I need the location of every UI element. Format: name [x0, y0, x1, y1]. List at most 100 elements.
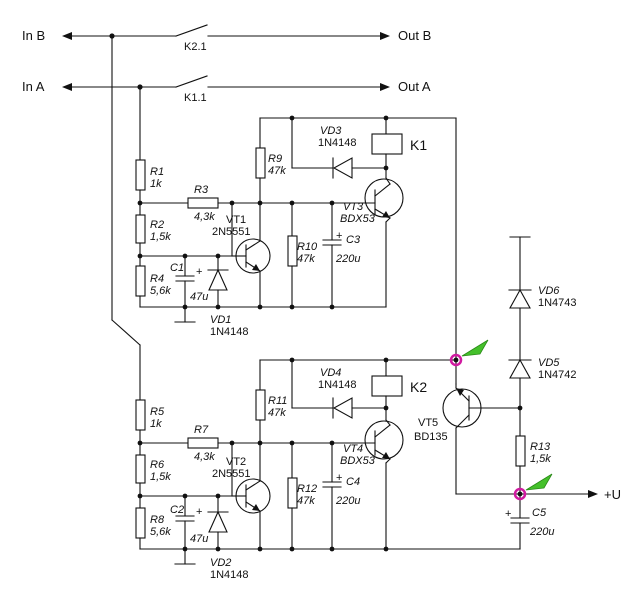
r3-value: 4,3k — [194, 211, 215, 223]
c3-name: C3 — [346, 234, 361, 246]
out-b-label: Out B — [398, 28, 431, 43]
r3-name: R3 — [194, 184, 209, 196]
regulator-section: + — [442, 117, 598, 550]
vd6-part: 1N4743 — [538, 297, 577, 309]
vt5-part: BD135 — [414, 431, 448, 443]
r4-name: R4 — [150, 273, 164, 285]
io-lines — [62, 24, 390, 91]
vd1-name: VD1 — [210, 314, 231, 326]
resistor-r9 — [255, 147, 266, 179]
r5-value: 1k — [150, 418, 162, 430]
r8-value: 5,6k — [150, 526, 171, 538]
in-b-label: In B — [22, 28, 45, 43]
resistor-r2 — [135, 214, 146, 244]
c4-name: C4 — [346, 476, 360, 488]
plus-u-label: +U — [604, 487, 621, 502]
vd3-name: VD3 — [320, 125, 342, 137]
r9-name: R9 — [268, 153, 282, 165]
resistor-r1 — [135, 159, 146, 191]
resistor-r3 — [187, 197, 219, 209]
vd1-part: 1N4148 — [210, 326, 249, 338]
c1-name: C1 — [170, 262, 184, 274]
vd2-part: 1N4148 — [210, 569, 249, 581]
resistor-r7 — [187, 437, 219, 449]
resistor-r5 — [135, 399, 146, 431]
r13-value: 1,5k — [530, 453, 551, 465]
resistor-r11 — [255, 389, 266, 421]
highlight-marker-output — [513, 473, 553, 501]
resistor-r10 — [287, 235, 298, 267]
svg-text:+: + — [505, 508, 511, 520]
c2-name: C2 — [170, 504, 184, 516]
r1-value: 1k — [150, 178, 162, 190]
diode-vd1 — [208, 268, 228, 291]
svg-text:+: + — [336, 230, 342, 242]
resistor-r12 — [287, 477, 298, 509]
vt4-part: BDX53 — [340, 455, 376, 467]
r12-value: 47k — [297, 495, 315, 507]
vd2-name: VD2 — [210, 557, 231, 569]
transistor-vt4 — [364, 420, 404, 460]
r5-name: R5 — [150, 406, 165, 418]
r7-name: R7 — [194, 424, 209, 436]
relay-coil-k2 — [371, 375, 403, 397]
diode-vd5 — [509, 358, 531, 379]
diode-vd3 — [332, 157, 353, 179]
vd4-part: 1N4148 — [318, 379, 357, 391]
relay-k1-label: K1 — [410, 137, 427, 153]
vd5-name: VD5 — [538, 357, 560, 369]
r2-value: 1,5k — [150, 231, 171, 243]
diode-vd2 — [208, 510, 228, 533]
r7-value: 4,3k — [194, 451, 215, 463]
c5-value: 220u — [529, 526, 554, 538]
c2-value: 47u — [190, 533, 208, 545]
c1-value: 47u — [190, 291, 208, 303]
r9-value: 47k — [268, 165, 286, 177]
highlight-marker-vt5-collector — [449, 339, 489, 367]
vt3-part: BDX53 — [340, 213, 376, 225]
diode-vd4 — [332, 397, 353, 419]
c5-name: C5 — [532, 507, 547, 519]
relay-coil-k1 — [371, 133, 403, 155]
vt4-name: VT4 — [343, 443, 363, 455]
vt1-part: 2N5551 — [212, 226, 251, 238]
vd3-part: 1N4148 — [318, 137, 357, 149]
resistor-r8 — [135, 507, 146, 539]
in-b-feed — [111, 35, 141, 401]
contact-k11-label: K1.1 — [184, 92, 207, 104]
resistor-r4 — [135, 265, 146, 297]
r6-value: 1,5k — [150, 471, 171, 483]
transistor-vt3 — [364, 178, 404, 218]
svg-text:+: + — [336, 472, 342, 484]
svg-text:+: + — [196, 266, 202, 278]
vt5-name: VT5 — [418, 417, 438, 429]
r13-name: R13 — [530, 441, 551, 453]
vd5-part: 1N4742 — [538, 369, 577, 381]
svg-text:+: + — [196, 506, 202, 518]
r11-name: R11 — [268, 395, 287, 407]
contact-k21-label: K2.1 — [184, 41, 207, 53]
diode-vd6 — [509, 288, 531, 309]
resistor-r6 — [135, 454, 146, 484]
out-a-label: Out A — [398, 79, 431, 94]
vt2-part: 2N5551 — [212, 468, 251, 480]
in-a-label: In A — [22, 79, 45, 94]
r12-name: R12 — [297, 483, 317, 495]
r2-name: R2 — [150, 219, 164, 231]
r10-name: R10 — [297, 241, 318, 253]
vd4-name: VD4 — [320, 367, 341, 379]
r4-value: 5,6k — [150, 285, 171, 297]
vt1-name: VT1 — [226, 214, 246, 226]
c3-value: 220u — [335, 253, 360, 265]
c4-value: 220u — [335, 495, 360, 507]
r6-name: R6 — [150, 459, 165, 471]
channel-b: + + — [135, 357, 521, 565]
r1-name: R1 — [150, 166, 164, 178]
vt2-name: VT2 — [226, 456, 246, 468]
vd6-name: VD6 — [538, 285, 560, 297]
channel-a: + + — [135, 86, 457, 323]
relay-k2-label: K2 — [410, 379, 427, 395]
vt3-name: VT3 — [343, 201, 364, 213]
resistor-r13 — [515, 435, 526, 467]
